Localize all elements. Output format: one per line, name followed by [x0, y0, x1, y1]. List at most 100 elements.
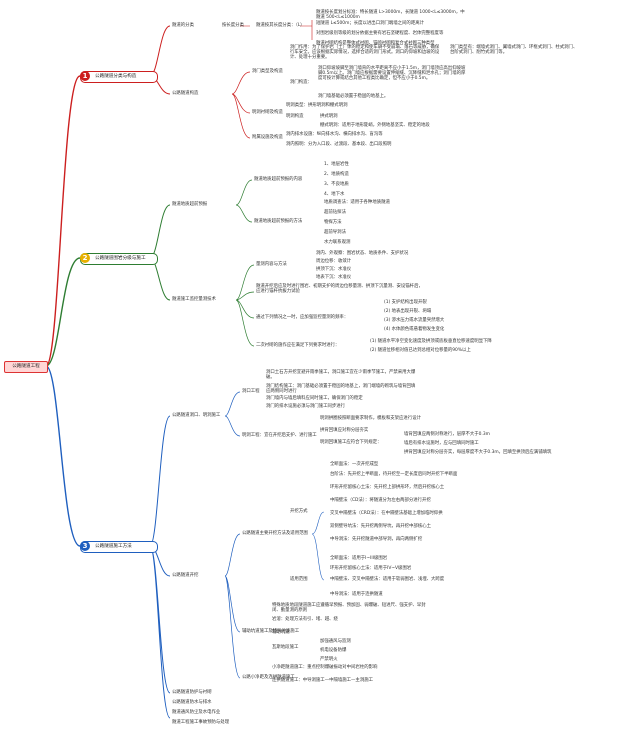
grading-child-1[interactable]: 隧道地质超前预报的内容: [254, 177, 303, 182]
number-3-badge: 3: [80, 541, 90, 551]
node-sub1[interactable]: 公路隧道洞口、明洞施工: [172, 413, 221, 418]
method-item-1[interactable]: 地质调查法：适用于各种地质隧道: [324, 200, 390, 205]
lining-item-1[interactable]: 明洞构造: [286, 114, 304, 119]
gas-item-1[interactable]: 加强通风与监测: [320, 639, 351, 644]
class-note-3[interactable]: 对围岩级别等级的划分依据主要有岩石坚硬程度、岩体完整程度等: [316, 31, 444, 36]
measure-child-2[interactable]: 隧道开挖后应及时进行围岩、初期支护的周边位移量测、拱顶下沉量测、安设锚杆后，应进…: [256, 284, 423, 294]
node-small[interactable]: 公路小净距及连拱隧道施工: [242, 675, 295, 680]
excavate-method-7[interactable]: 中导洞法：先开挖隧道中部导洞，再向两侧扩挖: [330, 537, 423, 542]
node-excavate[interactable]: 公路隧道主要开挖方法及适用范围: [242, 531, 308, 536]
measure-child-3[interactable]: 通过下列情况之一时，应加强监控量测的频率：: [256, 315, 349, 320]
root-node[interactable]: 公路隧道工程: [4, 361, 48, 373]
open-cut-item-2[interactable]: 拱背回填应对称分层夯实: [320, 428, 369, 433]
backfill-item-3[interactable]: 拱背回填应对称分层夯实，每层厚度不大于0.3m，回填至拱顶后应满铺填筑: [404, 450, 552, 455]
grading-child-2[interactable]: 隧道地质超前预报的方法: [254, 219, 303, 224]
range-4[interactable]: 中导洞法：适用于连拱隧道: [330, 592, 383, 597]
lining-cond-1[interactable]: (1) 隧道水平净空变化速度及拱顶或底板垂直位移速度明显下降: [370, 339, 492, 344]
excavate-method-2[interactable]: 台阶法：先开挖上半断面，待开挖至一定长度后同时开挖下半断面: [330, 472, 458, 477]
lining-item-2[interactable]: 拱式明洞: [320, 114, 338, 119]
range-1[interactable]: 全断面法：适用于I~III级围岩: [330, 556, 388, 561]
branch-2-title: 公路隧道围岩分级与施工: [95, 256, 146, 261]
measure-child-4[interactable]: 二次衬砌的施作应在满足下列要求时进行：: [256, 343, 340, 348]
node-structure[interactable]: 公路隧道构造: [172, 91, 199, 96]
freq-item-3[interactable]: (3) 渗水压力或水流量突然增大: [384, 318, 445, 323]
lining-type[interactable]: 明洞类型：拱形明洞和棚式明洞: [286, 103, 348, 108]
measure-item-1[interactable]: 洞内、外观察：围岩状态、地质条件、支护状况: [316, 251, 409, 256]
branch-2-node[interactable]: 2 公路隧道围岩分级与施工: [80, 253, 158, 265]
node-grading[interactable]: 隧道地质超前预报: [172, 202, 208, 207]
special-item-2[interactable]: 岩溶：处理方法有引、堵、越、绕: [272, 617, 338, 622]
class-note-4[interactable]: 隧道衬砌结构是整体式衬砌、锚喷衬砌和复合式衬砌三种类型: [316, 41, 435, 46]
excavate-method-3[interactable]: 环形开挖留核心土法：先开挖上部拱形环，然后开挖核心土: [330, 485, 445, 490]
class-note-2[interactable]: 短隧道 L≤500m；长度以进出口洞门端墙之间的距离计: [316, 21, 424, 26]
aux-item-2[interactable]: 洞内照明：分为入口段、过渡段、基本段、出口段照明: [286, 142, 392, 147]
class-note-1[interactable]: 隧道按长度划分标准：特长隧道 L>3000m，长隧道 1000<L≤3000m，…: [316, 10, 465, 20]
excavate-method-6[interactable]: 双侧壁导坑法：先开挖两侧导坑，再开挖中部核心土: [330, 524, 431, 529]
aux-item-1[interactable]: 洞内排水设施：纵向排水沟、横向排水沟、盲沟等: [286, 132, 383, 137]
method-label[interactable]: 开挖方式: [290, 509, 308, 514]
measure-item-2[interactable]: 周边位移：收敛计: [316, 259, 352, 264]
portal-foundation[interactable]: 洞门墙基础必须置于稳固的地基上。: [318, 94, 389, 99]
small-item-1[interactable]: 小净距隧道施工：重点控制爆破振动对中间岩柱的影响: [272, 665, 378, 670]
forecast-item-4[interactable]: 4、地下水: [324, 192, 345, 197]
branch-1-node[interactable]: 1 公路隧道分类与构造: [80, 71, 158, 83]
branch-3-node[interactable]: 3 公路隧道施工方法: [80, 541, 158, 553]
portal-work-item-2[interactable]: 洞门墙内与墙后填料应同时施工，确保洞门的稳定: [266, 396, 363, 401]
freq-item-4[interactable]: (4) 水体颜色或悬着物发生变化: [384, 327, 445, 332]
forecast-item-2[interactable]: 2、地质构造: [324, 172, 349, 177]
range-2[interactable]: 环形开挖留核心土法：适用于IV~V级围岩: [330, 566, 412, 571]
number-2-badge: 2: [80, 253, 90, 263]
excavate-method-1[interactable]: 全断面法：一次开挖成型: [330, 462, 379, 467]
open-cut-item-1[interactable]: 明洞拱圈按照断面要求制作，模板和支架应进行设计: [320, 416, 421, 421]
node-lining[interactable]: 明洞衬砌及构造: [252, 110, 283, 115]
freq-item-1[interactable]: (1) 支护结构出现开裂: [384, 300, 427, 305]
method-item-2[interactable]: 超前钻探法: [324, 210, 346, 215]
node-class-by-length[interactable]: 按长度分类: [222, 23, 244, 28]
range-label[interactable]: 适用范围: [290, 577, 308, 582]
small-item-2[interactable]: 连拱隧道施工：中导洞施工—中隔墙施工—主洞施工: [272, 678, 373, 683]
method-item-3[interactable]: 物探方法: [324, 220, 342, 225]
node-class-desc[interactable]: 隧道按其长度分类：（L）: [256, 23, 305, 28]
node-portal[interactable]: 洞门类型及构造: [252, 69, 283, 74]
node-portal-work[interactable]: 洞口工程: [242, 389, 260, 394]
portal-build[interactable]: 洞口仰坡坡脚至洞门墙背的水平距离不应小于1.5m，洞门墙顶应高出仰坡坡脚0.5m…: [318, 66, 466, 81]
tail-4[interactable]: 隧道工程施工事故预防与处理: [172, 720, 230, 725]
freq-item-2[interactable]: (2) 地表出现开裂、坍塌: [384, 309, 432, 314]
excavate-method-5[interactable]: 交叉中隔壁法（CRD法）：在中隔壁法基础上增加临时仰拱: [330, 511, 443, 516]
portal-work-desc[interactable]: 洞口土石方开挖宜避开雨季施工，洞口施工宜在少雨季节施工，严禁采用大爆破。: [266, 370, 416, 380]
measure-child-1[interactable]: 量测内容与方法: [256, 262, 287, 267]
special-item-4[interactable]: 瓦斯地段施工: [272, 645, 299, 650]
portal-build-label[interactable]: 洞门构造：: [290, 80, 312, 85]
portal-work-item-3[interactable]: 洞门的排水设施必须与洞门施工同步进行: [266, 404, 346, 409]
portal-types[interactable]: 洞门类型有：端墙式洞门、翼墙式洞门、环框式洞门、柱式洞门、台阶式洞门、削竹式洞门…: [450, 45, 578, 55]
node-sub2[interactable]: 公路隧道开挖: [172, 573, 199, 578]
node-special[interactable]: 辅助坑道施工及特殊地质施工: [242, 629, 300, 634]
gas-item-3[interactable]: 严禁明火: [320, 657, 338, 662]
excavate-method-4[interactable]: 中隔壁法（CD法）：将隧道分为左右两部分进行开挖: [330, 498, 431, 503]
lining-cond-2[interactable]: (2) 隧道位移相对值已达到总相对位移量的90%以上: [370, 348, 471, 353]
portal-desc[interactable]: 洞门作用：为了保护岩（土）体的稳定和使车辆不受崩塌、落石等威胁，确保行车安全。应…: [290, 45, 440, 60]
method-item-4[interactable]: 超前导洞法: [324, 230, 346, 235]
special-item-3[interactable]: 辅助坑道: [272, 630, 290, 635]
tail-1[interactable]: 公路隧道防护与衬砌: [172, 690, 212, 695]
node-classification[interactable]: 隧道的分类: [172, 23, 194, 28]
backfill-item-1[interactable]: 墙背回填应两侧对称进行，层厚不大于0.3m: [404, 432, 490, 437]
portal-work-item-1[interactable]: 洞门结构施工：洞门基础必须置于稳固的地基上，洞门端墙的砌筑与墙背回填应两侧同时进…: [266, 384, 416, 394]
forecast-item-1[interactable]: 1、地层岩性: [324, 162, 349, 167]
tail-3[interactable]: 隧道通风防尘及水电作业: [172, 710, 221, 715]
open-cut-item-3[interactable]: 明洞回填施工应符合下列规定：: [320, 440, 382, 445]
forecast-item-3[interactable]: 3、不良地质: [324, 182, 349, 187]
backfill-item-2[interactable]: 墙后有排水设施时，应与回填同时施工: [404, 441, 479, 446]
method-item-5[interactable]: 水力联系观测: [324, 240, 351, 245]
lining-item-3[interactable]: 棚式明洞：适用于地形陡峭，外侧地基坚实、稳定的地段: [320, 123, 430, 128]
tail-2[interactable]: 公路隧道防水与排水: [172, 700, 212, 705]
node-auxiliary[interactable]: 附属设施及构造: [252, 135, 283, 140]
node-open-cut[interactable]: 明洞工程：宜在开挖后支护、进行施工: [242, 433, 317, 438]
special-item-1[interactable]: 特殊地质地段隧道施工应遵循早预报、预加固、弱爆破、短进尺、强支护、早封闭、勤量测…: [272, 603, 426, 613]
node-measure[interactable]: 隧道施工监控量测技术: [172, 297, 216, 302]
measure-item-4[interactable]: 地表下沉：水准仪: [316, 275, 352, 280]
gas-item-2[interactable]: 机电设备防爆: [320, 648, 347, 653]
range-3[interactable]: 中隔壁法、交叉中隔壁法：适用于软弱围岩、浅埋、大跨度: [330, 577, 445, 582]
measure-item-3[interactable]: 拱顶下沉：水准仪: [316, 267, 352, 272]
